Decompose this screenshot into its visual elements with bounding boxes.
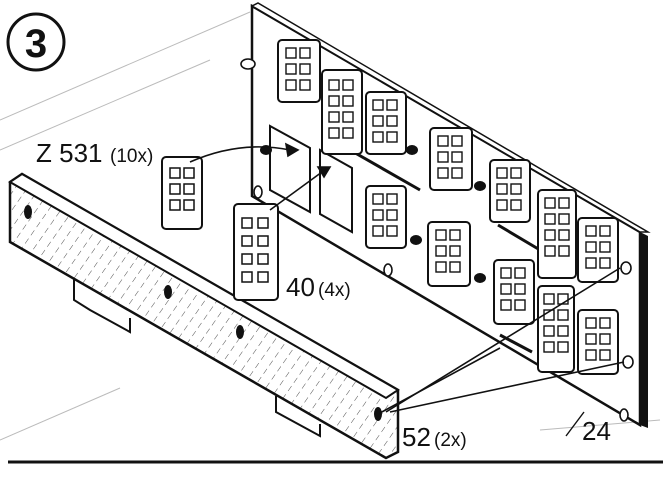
step-number-badge: 3 [6,12,66,72]
label-52-code: 52 [402,422,431,452]
label-52-qty: (2x) [434,430,467,451]
label-40-qty: (4x) [318,280,351,301]
circuit-board [240,2,651,428]
label-40-code: 40 [286,272,315,302]
assembly-arrows [189,142,625,414]
front-panel [8,172,400,460]
label-z531-code: Z 531 [36,138,103,168]
label-z531: Z 531 (10x) [36,138,153,168]
step-number: 3 [25,22,47,66]
label-40: 40 (4x) [286,272,351,302]
part-40-module [233,203,279,301]
label-52: 52 (2x) [402,422,467,452]
label-z531-qty: (10x) [110,146,153,167]
label-24: 24 [565,411,611,446]
label-24-code: 24 [582,416,611,446]
part-z531-module [161,156,203,230]
